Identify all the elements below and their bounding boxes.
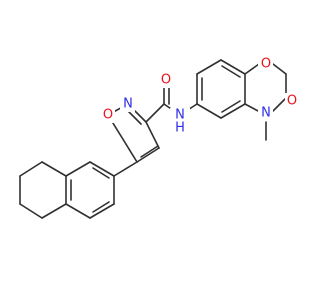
isoxazole-oxygen-label: O [103, 108, 113, 123]
amide-oxygen-label: O [161, 73, 171, 88]
tetralin-aromatic-ring [65, 161, 115, 219]
isoxazole-nitrogen-label: N [123, 97, 133, 112]
tetralin-saturated-ring [19, 161, 67, 219]
amide-nitrogen-label: N [175, 108, 185, 123]
lactam-oxygen-label: O [287, 94, 297, 109]
lactam-nitrogen-label: N [261, 106, 271, 121]
ring-oxygen-label: O [261, 57, 271, 72]
molecule-diagram: O N O N H O N O [19, 56, 300, 219]
aryl-isoxazole-bond [113, 161, 138, 177]
benzoxazinone-benzene-ring [196, 59, 246, 119]
amide-hydrogen-label: H [175, 121, 185, 136]
isoxazole-ring [107, 103, 160, 163]
structure-canvas: O N O N H O N O [19, 56, 300, 219]
atom-labels: O N O N H O N O [100, 56, 300, 136]
